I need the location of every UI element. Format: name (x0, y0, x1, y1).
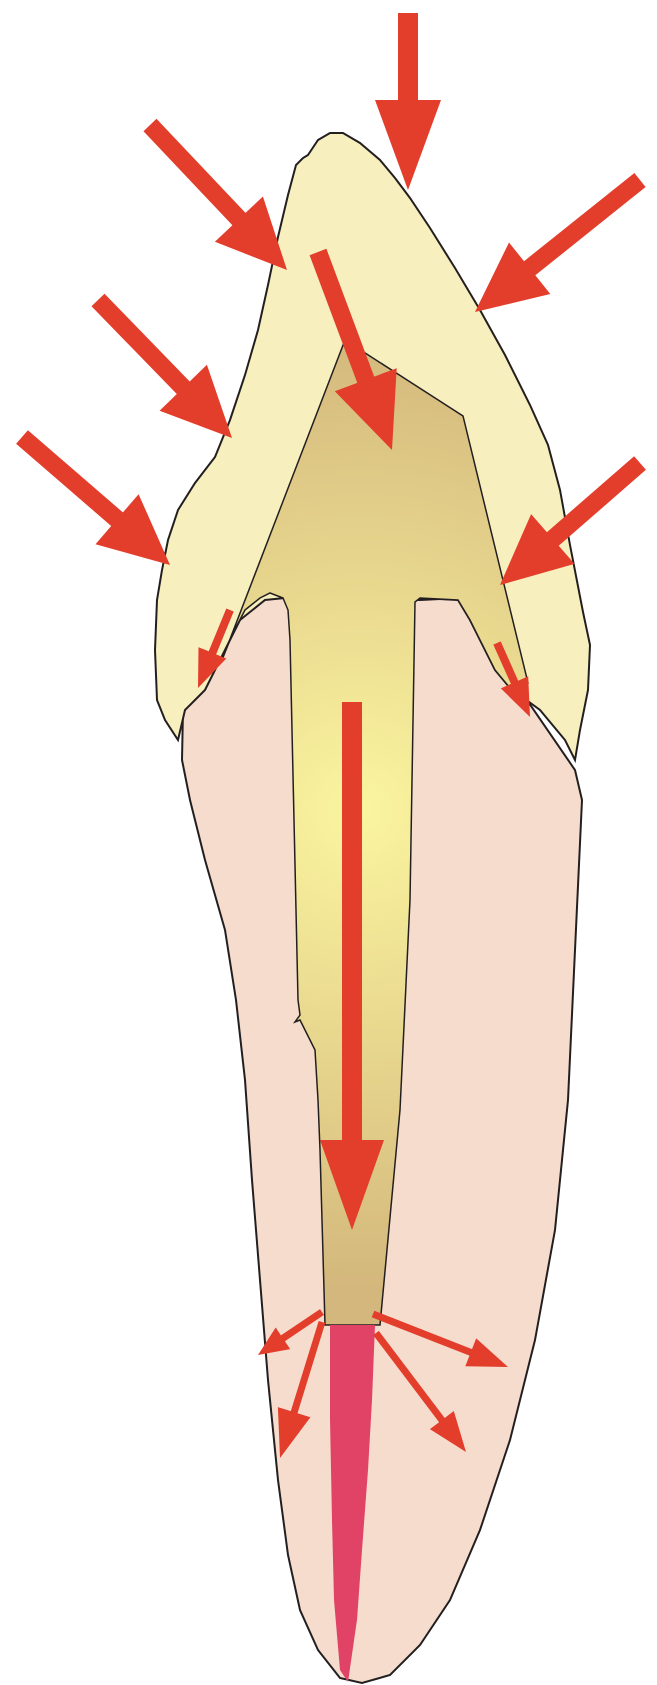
force-arrow-4 (92, 294, 233, 438)
force-arrow-3 (475, 173, 646, 312)
force-arrow-1 (375, 13, 441, 190)
force-arrow-2 (144, 119, 288, 270)
force-arrow-5 (16, 430, 170, 565)
